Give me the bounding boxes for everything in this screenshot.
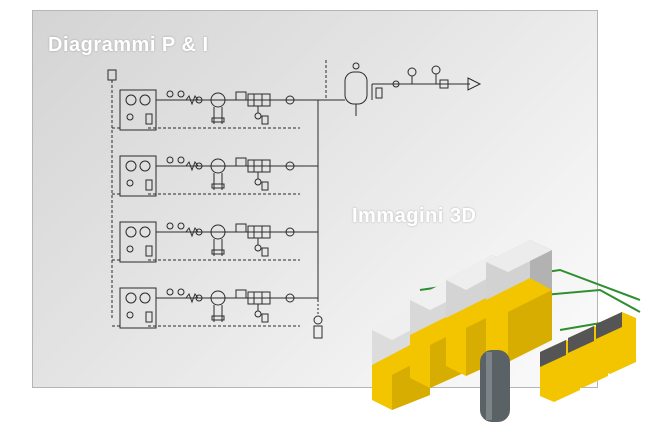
dryer-symbol — [210, 224, 226, 240]
dryer-symbol — [210, 158, 226, 174]
filter-bank — [247, 291, 271, 305]
valve-symbol — [285, 161, 295, 171]
pid-diagram-label: Diagrammi P & I — [48, 34, 209, 56]
air-receiver-tank — [344, 71, 368, 105]
valve-symbol — [285, 95, 295, 105]
compressor-box — [119, 89, 157, 131]
outlet-arrow — [467, 77, 482, 91]
3d-images-label: Immagini 3D — [352, 205, 477, 227]
filter-bank — [247, 225, 271, 239]
filter-bank — [247, 93, 271, 107]
compressor-box — [119, 221, 157, 263]
filter-bank — [247, 159, 271, 173]
dryer-symbol — [210, 290, 226, 306]
3d-compressor-render — [372, 240, 641, 422]
dryer-symbol — [210, 92, 226, 108]
3d-receiver-tank — [480, 350, 510, 422]
control-box — [107, 69, 117, 81]
compressor-box — [119, 287, 157, 329]
compressor-box — [119, 155, 157, 197]
valve-symbol — [285, 227, 295, 237]
valve-symbol — [285, 293, 295, 303]
